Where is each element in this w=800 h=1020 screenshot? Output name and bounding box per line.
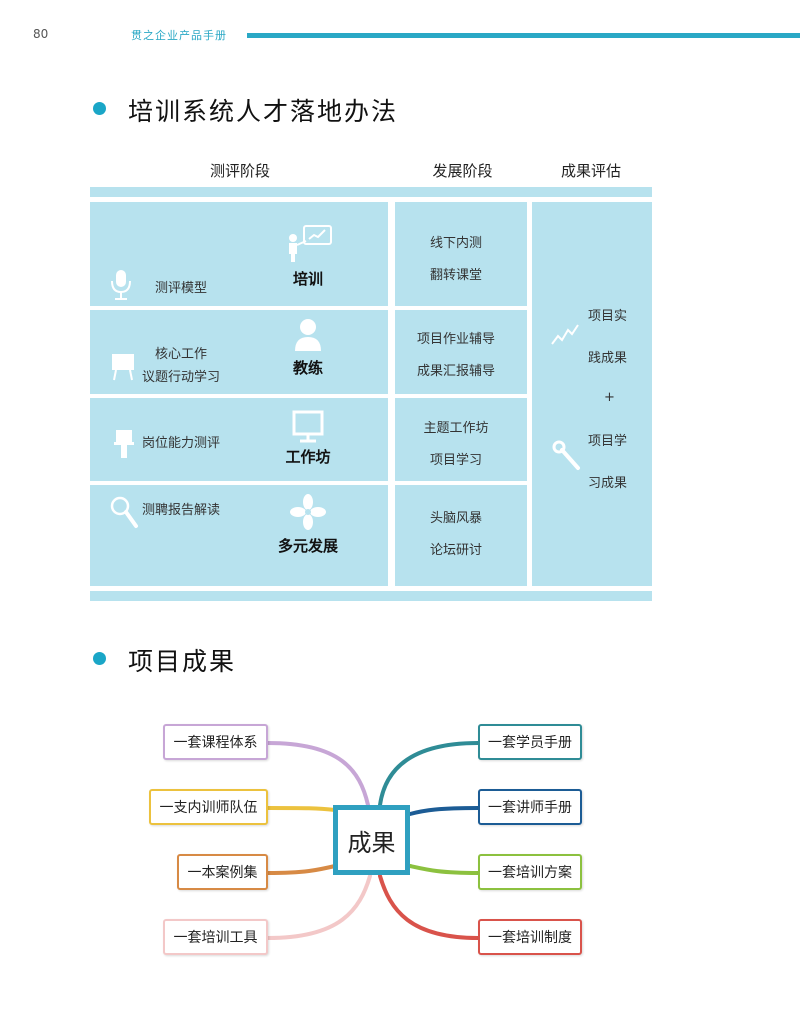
fan-icon <box>290 494 326 530</box>
microphone-icon <box>111 270 131 300</box>
table-cell <box>395 202 527 306</box>
development-item: 线下内测 <box>429 236 482 251</box>
header-rule <box>247 33 800 38</box>
brush-icon <box>114 430 134 458</box>
left-node: 一套培训工具 <box>163 919 268 955</box>
table-cell <box>395 485 527 586</box>
bullet-dot <box>93 102 106 115</box>
evaluation-cell <box>532 202 652 586</box>
bullet-dot <box>93 652 106 665</box>
trend-chart-icon <box>551 324 579 345</box>
column-header-assessment: 测评阶段 <box>209 162 270 180</box>
evaluation-text: 项目实 <box>588 309 628 324</box>
table-bottom-band <box>90 591 652 601</box>
section-title: 培训系统人才落地办法 <box>128 97 399 126</box>
method-label: 培训 <box>292 270 323 288</box>
table-top-band <box>90 187 652 197</box>
magnifier-icon <box>110 496 138 528</box>
person-icon <box>295 319 321 351</box>
column-header-development: 发展阶段 <box>432 162 493 180</box>
development-item: 项目作业辅导 <box>416 332 495 347</box>
right-node: 一套讲师手册 <box>478 789 582 825</box>
table-cell <box>90 398 388 481</box>
evaluation-text: 践成果 <box>588 351 628 366</box>
table-cell <box>395 310 527 394</box>
table-cell <box>90 310 388 394</box>
table-cell <box>90 485 388 586</box>
assessment-label: 议题行动学习 <box>142 370 221 385</box>
assessment-label: 核心工作 <box>155 347 208 362</box>
table-cell <box>90 202 388 306</box>
method-label: 工作坊 <box>285 448 331 466</box>
section-title: 项目成果 <box>128 647 237 676</box>
assessment-label: 岗位能力测评 <box>142 436 221 451</box>
evaluation-text: 项目学 <box>588 434 628 449</box>
development-item: 项目学习 <box>429 453 482 468</box>
assessment-label: 测评模型 <box>155 281 208 296</box>
development-item: 论坛研讨 <box>429 543 482 558</box>
center-node: 成果 <box>333 805 410 875</box>
method-label: 多元发展 <box>277 537 338 555</box>
evaluation-text: 习成果 <box>588 476 628 491</box>
mind-map-connectors <box>266 741 480 940</box>
table-cell <box>395 398 527 481</box>
right-node: 一套培训制度 <box>478 919 582 955</box>
left-node: 一支内训师队伍 <box>149 789 268 825</box>
monitor-icon <box>292 410 324 443</box>
column-header-evaluation: 成果评估 <box>560 162 621 180</box>
left-node: 一本案例集 <box>177 854 268 890</box>
evaluation-plus: + <box>604 390 615 405</box>
wrench-icon <box>552 440 580 470</box>
brand-title: 贯之企业产品手册 <box>131 29 227 42</box>
presenter-icon <box>289 225 332 262</box>
assessment-label: 测聘报告解读 <box>142 503 221 518</box>
method-label: 教练 <box>292 359 323 377</box>
right-node: 一套培训方案 <box>478 854 582 890</box>
development-item: 翻转课堂 <box>429 268 482 283</box>
development-item: 主题工作坊 <box>423 421 489 436</box>
development-item: 头脑风暴 <box>429 511 482 526</box>
page-number: 80 <box>33 27 49 41</box>
left-node: 一套课程体系 <box>163 724 268 760</box>
easel-icon <box>112 354 134 381</box>
right-node: 一套学员手册 <box>478 724 582 760</box>
development-item: 成果汇报辅导 <box>416 364 495 379</box>
